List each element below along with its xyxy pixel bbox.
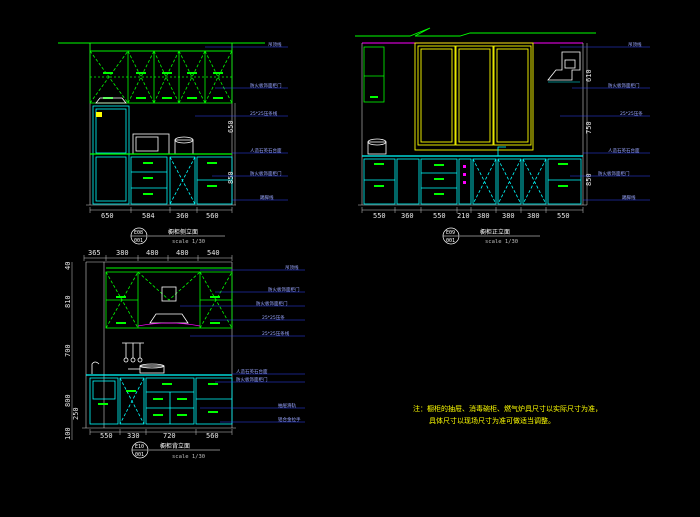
dim-c-bot-1: 550 (100, 432, 113, 440)
tag-b-bottom: 001 (446, 238, 455, 244)
callout-c-8: 抽屉滑轨 (278, 402, 296, 409)
dim-a-1: 650 (101, 212, 114, 220)
dim-c-left-1: 40 (64, 262, 72, 270)
tag-c-bottom: 001 (135, 452, 144, 458)
title-b: 橱柜正立面 (480, 228, 510, 236)
tag-b-top: E09 (446, 230, 455, 236)
tag-c-top: E10 (135, 444, 144, 450)
dim-b-5: 380 (477, 212, 490, 220)
ceiling-break-line (355, 27, 596, 37)
dim-c-top-1: 365 (88, 249, 101, 257)
dim-c-left-3: 700 (64, 344, 72, 357)
general-note: 注：橱柜的抽屉、消毒碗柜、燃气炉具尺寸以实际尺寸为准， 具体尺寸以现场尺寸为准可… (413, 404, 602, 425)
callout-c-9: 铝合金拉手 (278, 416, 301, 423)
base-cabinets-back (89, 377, 233, 425)
callout-c-4: 25*25压条 (262, 314, 285, 321)
window (414, 42, 534, 151)
callout-c-7: 防火板饰面柜门 (236, 376, 268, 383)
note-line-2: 具体尺寸以现场尺寸为准可做适当调整。 (429, 416, 555, 425)
callout-a-5: 防火板饰面柜门 (250, 170, 282, 177)
dim-c-left-5: 250 (72, 407, 80, 420)
dim-c-top-5: 540 (207, 249, 220, 257)
callout-b-2: 防火板饰面柜门 (608, 82, 640, 89)
callout-a-4: 人造石英石台面 (250, 147, 282, 154)
callout-a-2: 防火板饰面柜门 (250, 82, 282, 89)
dim-c-left-2: 810 (64, 295, 72, 308)
dim-c-top-4: 480 (176, 249, 189, 257)
dim-b-8: 550 (557, 212, 570, 220)
dim-c-left-4: 800 (64, 394, 72, 407)
elevation-back: 365 380 480 480 540 (64, 249, 305, 460)
tag-a-bottom: 001 (134, 238, 143, 244)
dim-b-7: 380 (527, 212, 540, 220)
callout-b-1: 吊顶线 (628, 41, 642, 48)
callout-b-5: 防火板饰面柜门 (598, 170, 630, 177)
upper-cabinets-back (105, 271, 233, 329)
dim-c-left-6: 100 (64, 427, 72, 440)
title-c: 橱柜背立面 (160, 442, 190, 450)
callout-a-1: 吊顶线 (268, 41, 282, 48)
dim-b-side-3: 850 (585, 173, 593, 186)
range-hood-front (547, 51, 581, 81)
base-cabinets (130, 156, 233, 205)
callout-a-6: 踢脚线 (260, 194, 274, 201)
dim-b-4: 210 (457, 212, 470, 220)
range-hood (95, 97, 127, 104)
scale-a: scale 1/30 (172, 239, 205, 245)
callout-c-5: 25*25压条线 (262, 330, 290, 337)
dim-c-bot-4: 560 (206, 432, 219, 440)
callout-b-6: 踢脚线 (622, 194, 636, 201)
callout-c-2: 防火板饰面柜门 (268, 286, 300, 293)
dim-b-side-2: 750 (585, 121, 593, 134)
dim-a-3: 360 (176, 212, 189, 220)
dim-b-side-1: 610 (585, 69, 593, 82)
elevation-side: 650 584 360 560 650 850 吊顶线 防火板饰面柜门 25*2… (58, 41, 288, 245)
dim-a-side-2: 850 (227, 171, 235, 184)
upper-cabinets (89, 42, 233, 104)
callout-c-1: 吊顶线 (285, 264, 299, 271)
elevation-front: 550 360 550 210 380 380 380 550 610 750 … (355, 27, 650, 245)
dim-a-4: 560 (206, 212, 219, 220)
title-a: 橱柜侧立面 (168, 228, 198, 236)
callout-b-3: 25*25压条 (620, 110, 643, 117)
dim-c-bot-3: 720 (163, 432, 176, 440)
range-hood-back (149, 286, 189, 324)
dim-c-top-3: 480 (146, 249, 159, 257)
scale-c: scale 1/30 (172, 454, 205, 460)
tag-a-top: E08 (134, 230, 143, 236)
dim-b-3: 550 (433, 212, 446, 220)
callout-c-3: 防火板饰面柜门 (256, 300, 288, 307)
callout-c-6: 人造石英石台面 (236, 368, 268, 375)
dim-b-6: 380 (502, 212, 515, 220)
microwave (132, 133, 170, 155)
base-cabinets-front (363, 158, 582, 205)
callout-a-3: 25*25压条线 (250, 110, 278, 117)
dim-b-2: 360 (401, 212, 414, 220)
dim-a-2: 584 (142, 212, 155, 220)
dim-b-1: 550 (373, 212, 386, 220)
pan (128, 363, 165, 374)
pot (174, 136, 194, 155)
refrigerator (92, 105, 130, 205)
utensils (122, 342, 144, 363)
callout-b-4: 人造石英石台面 (608, 147, 640, 154)
dim-c-bot-2: 330 (127, 432, 140, 440)
dim-a-side-1: 650 (227, 120, 235, 133)
scale-b: scale 1/30 (485, 239, 518, 245)
note-line-1: 注：橱柜的抽屉、消毒碗柜、燃气炉具尺寸以实际尺寸为准， (413, 404, 602, 413)
dim-c-top-2: 380 (116, 249, 129, 257)
